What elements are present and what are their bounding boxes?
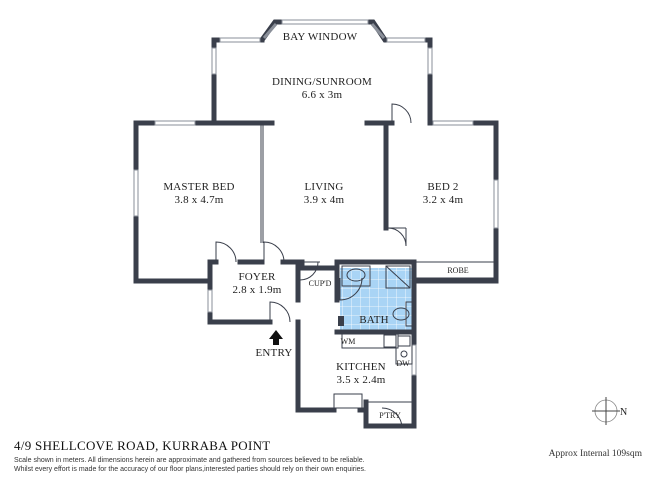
ptry-label: P'TRY (379, 411, 401, 420)
doors (215, 103, 412, 429)
dining-size: 6.6 x 3m (302, 89, 343, 101)
master-size: 3.8 x 4.7m (174, 194, 223, 206)
entry-label: ENTRY (255, 347, 292, 359)
bath-label: BATH (359, 314, 389, 326)
bed2-name: BED 2 (427, 181, 458, 193)
internal-area: Approx Internal 109sqm (549, 449, 643, 459)
robe-label: ROBE (447, 266, 468, 275)
dw-label: DW (396, 359, 410, 368)
cupd-label: CUP'D (309, 279, 332, 288)
entry-arrow-icon (269, 330, 283, 345)
disclaimer-line-2: Whilst every effort is made for the accu… (14, 466, 366, 473)
main-walls (133, 120, 499, 413)
foyer-name: FOYER (238, 271, 276, 283)
bed2-size: 3.2 x 4m (423, 194, 464, 206)
master-name: MASTER BED (163, 181, 234, 193)
address-title: 4/9 SHELLCOVE ROAD, KURRABA POINT (14, 438, 271, 453)
kitchen-size: 3.5 x 2.4m (336, 374, 385, 386)
fixtures (311, 265, 417, 429)
living-size: 3.9 x 4m (304, 194, 345, 206)
compass-label: N (620, 407, 627, 418)
bay-windows (211, 19, 433, 75)
kitchen-name: KITCHEN (336, 361, 386, 373)
dining-name: DINING/SUNROOM (272, 76, 372, 88)
foyer-size: 2.8 x 1.9m (232, 284, 281, 296)
living-name: LIVING (304, 181, 343, 193)
disclaimer-line-1: Scale shown in meters. All dimensions he… (14, 457, 365, 464)
compass-icon: N (592, 397, 627, 425)
bay-window-label: BAY WINDOW (283, 31, 358, 43)
wm-label: WM (341, 337, 356, 346)
